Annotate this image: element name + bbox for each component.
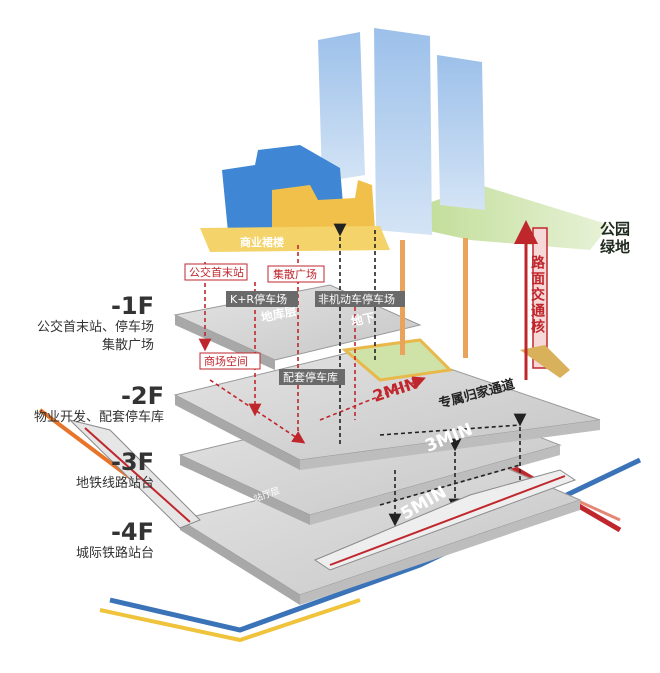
zone-b-label: 地下 <box>350 309 377 329</box>
tag-kr-parking-text: K+R停车场 <box>230 292 287 306</box>
floor-code-b3: -3F <box>110 448 154 476</box>
train-lower-stripe <box>329 475 566 566</box>
floor-code-b4: -4F <box>110 518 154 546</box>
road-passage-label: 路面交通核 <box>529 254 545 335</box>
tag-garage-text: 配套停车库 <box>283 370 338 384</box>
trains <box>68 419 577 571</box>
tower-3 <box>437 55 485 210</box>
zone-a-label: 地库层 <box>260 303 298 325</box>
floor-code-b1: -1F <box>110 292 154 320</box>
path-black-7 <box>379 464 521 506</box>
podium-base <box>200 226 390 252</box>
floor-desc-b2-line1: 物业开发、配套停车库 <box>33 410 164 425</box>
tower-2 <box>374 28 432 235</box>
park-green-ground <box>380 185 610 250</box>
floor-label-b4: -4F 城际铁路站台 <box>76 519 154 563</box>
floor-desc-b1-line1: 公交首末站、停车场 <box>36 320 154 335</box>
ramp <box>520 345 570 378</box>
path-black-6 <box>379 424 521 436</box>
train-upper-stripe <box>84 427 191 523</box>
tag-retail-space: 商场空间 <box>199 352 261 370</box>
vertical-cores <box>400 227 548 369</box>
slab-b4-edge <box>180 520 300 605</box>
core-3 <box>532 227 548 369</box>
slab-b2-edge <box>175 395 300 470</box>
floor-desc-b4-line1: 城际铁路站台 <box>75 546 154 561</box>
tag-bus-terminal: 公交首末站 <box>184 263 248 281</box>
floor-label-b2: -2F 物业开发、配套停车库 <box>34 383 164 427</box>
tag-retail-space-text: 商场空间 <box>204 354 248 368</box>
tower-1 <box>318 32 365 182</box>
tag-plaza-text: 集散广场 <box>273 267 317 281</box>
floor-code-b2: -2F <box>120 382 164 410</box>
park-green-label: 公园 绿地 <box>600 220 635 256</box>
floor-label-b3: -3F 地铁线路站台 <box>76 449 154 493</box>
floor-desc-b3-line1: 地铁线路站台 <box>75 476 154 491</box>
slab-b4-edge-2 <box>300 500 580 605</box>
slab-b3-edge-2 <box>310 445 560 525</box>
floor-desc-b1-line2: 集散广场 <box>101 338 154 353</box>
core-2 <box>463 238 468 358</box>
tag-kr-parking: K+R停车场 <box>226 291 298 307</box>
residential-towers <box>318 28 485 235</box>
tag-bus-terminal-text: 公交首末站 <box>189 265 244 279</box>
tag-garage: 配套停车库 <box>279 369 345 385</box>
park-green-line-2: 绿地 <box>600 238 630 256</box>
tag-bike-parking-text: 非机动车停车场 <box>318 292 395 306</box>
rail-line-yellow <box>99 598 361 643</box>
podium-label: 商业裙楼 <box>240 235 284 249</box>
tag-bike-parking: 非机动车停车场 <box>315 291 405 307</box>
floor-label-b1: -1F 公交首末站、停车场 集散广场 <box>37 293 154 355</box>
courtyard-green <box>341 338 454 382</box>
path-red-5 <box>319 376 426 421</box>
tag-plaza: 集散广场 <box>267 265 325 283</box>
park-green-line-1: 公园 <box>600 220 630 238</box>
slab-b3-edge <box>180 455 310 525</box>
